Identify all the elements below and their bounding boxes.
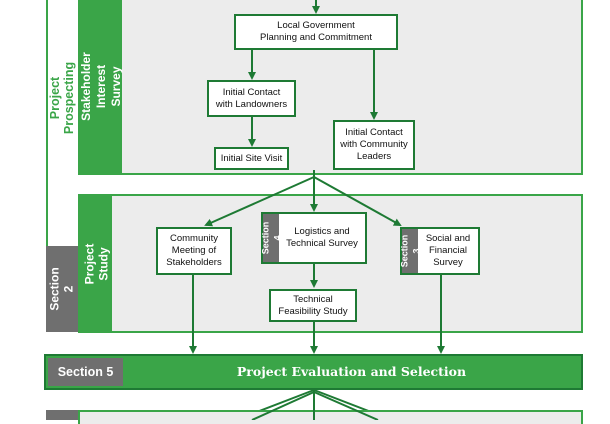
technical-feasibility-box: Technical Feasibility Study [269,289,357,322]
site-visit-box: Initial Site Visit [214,147,289,170]
project-study-sidebar: Project Study [80,196,112,331]
next-section-tag [46,410,78,420]
section3-tag: Section 3 [399,229,421,273]
social-financial-box: Section 3 Social and Financial Survey [399,227,480,275]
stakeholder-sidebar: Stakeholder Interest Survey [79,0,123,173]
contact-community-box: Initial Contact with Community Leaders [333,120,415,170]
arrow-to-social-financial [313,176,402,226]
social-financial-label: Social and Financial Survey [425,233,471,268]
logistics-label: Logistics and Technical Survey [286,226,358,249]
section2-spacer [46,195,78,246]
local-government-box: Local Government Planning and Commitment [234,14,398,50]
contact-landowners-box: Initial Contact with Landowners [207,80,296,117]
evaluation-bar [44,354,583,390]
community-meeting-box: Community Meeting of Stakeholders [156,227,232,275]
evaluation-title: Project Evaluation and Selection [236,364,467,379]
section4-tag: Section 4 [260,214,282,262]
logistics-box: Section 4 Logistics and Technical Survey [260,212,367,264]
section2-tag: Section 2 [46,246,78,332]
arrow-to-community-meeting [204,176,315,227]
section5-tag: Section 5 [48,358,123,386]
project-prospecting-column [46,0,78,195]
